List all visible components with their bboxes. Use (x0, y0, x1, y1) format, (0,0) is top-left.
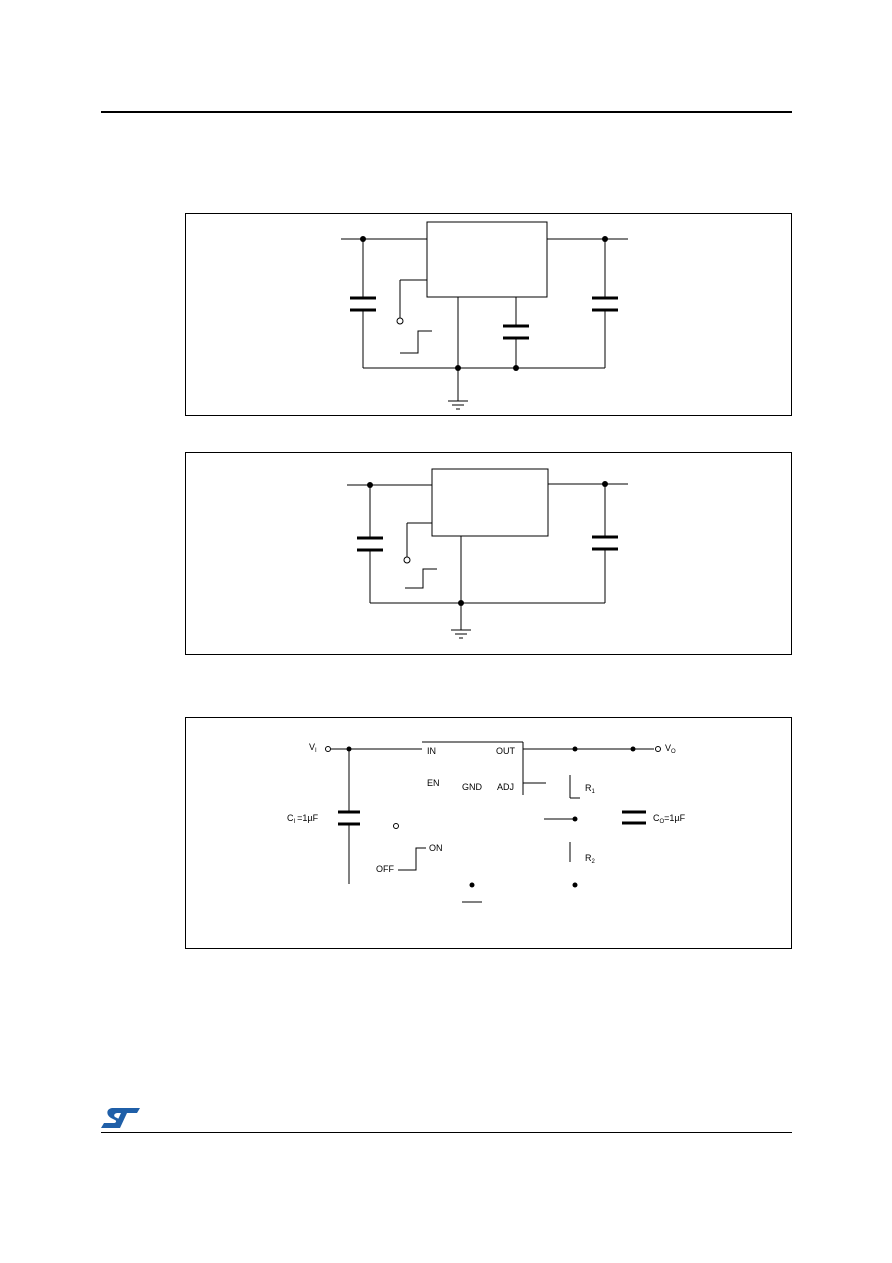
application-circuit-1 (185, 213, 792, 416)
r2-label: R2 (585, 853, 596, 865)
cin-label: CI=1µF (287, 813, 319, 825)
regulator-block (426, 221, 548, 298)
regulator-block (431, 468, 549, 537)
circuit-schematic-1 (341, 221, 628, 410)
pin-adj-label: ADJ (497, 782, 514, 792)
vin-label: VI (309, 742, 317, 754)
vout-label: VO (665, 743, 676, 755)
header-rule (101, 111, 792, 113)
footer-rule (101, 1132, 792, 1133)
switch-off-label: OFF (376, 864, 394, 874)
r1-label: R1 (585, 783, 596, 795)
pin-out-label: OUT (496, 746, 516, 756)
pin-in-label: IN (427, 746, 436, 756)
st-logo (100, 1106, 142, 1130)
application-circuit-2 (185, 452, 792, 655)
pin-gnd-label: GND (462, 782, 483, 792)
pin-en-label: EN (427, 778, 440, 788)
application-circuit-3: VI VO IN OUT EN GND ADJ R1 R2 CI=1µF CO=… (185, 717, 792, 949)
circuit-schematic-2 (347, 468, 628, 639)
circuit-schematic-3: VI VO IN OUT EN GND ADJ R1 R2 CI=1µF CO=… (287, 741, 686, 903)
cout-label: CO=1µF (653, 813, 686, 825)
switch-on-label: ON (429, 843, 443, 853)
